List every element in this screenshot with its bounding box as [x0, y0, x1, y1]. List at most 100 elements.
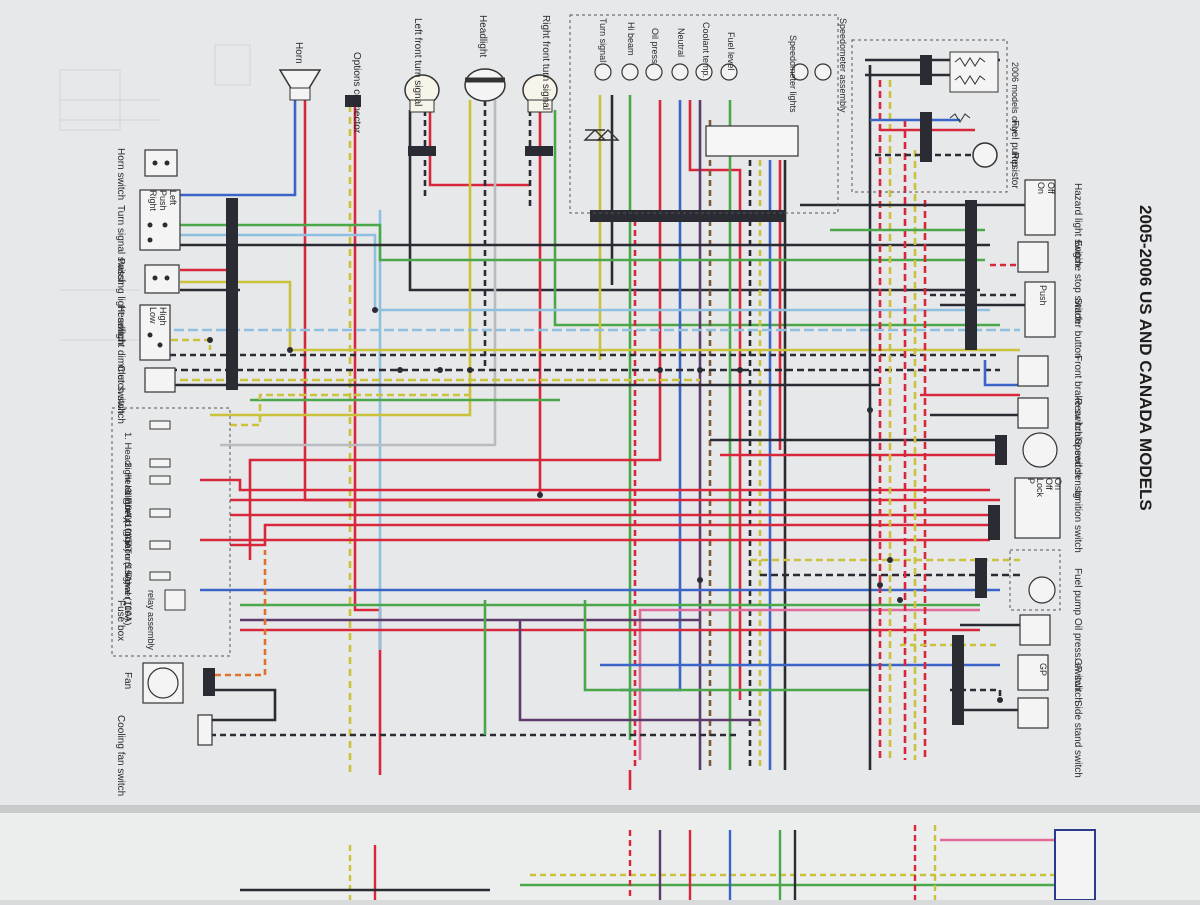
left-harness-connector	[226, 198, 238, 390]
turn-table-right: Right	[148, 190, 158, 212]
fuel-pump-top-label: Fuel pump	[1009, 120, 1020, 168]
fuse-box-label: Fuse box	[115, 600, 126, 641]
wire-red-fuse3	[200, 478, 990, 492]
gp-switch-text: GP	[1038, 663, 1048, 676]
fuse-label-5: 5.Turn signal (10A)	[122, 540, 133, 620]
hazard-table-off: Off	[1046, 182, 1056, 194]
fuse-symbols	[149, 420, 186, 611]
side-stand-symbol	[1017, 697, 1049, 729]
speedo-assembly-note: Speedometer assembly	[838, 18, 848, 113]
horn-icon	[278, 69, 322, 101]
rear-brake-label: Rear brake switch	[1072, 398, 1083, 478]
indicator-label-hibeam: Hi beam	[626, 22, 636, 56]
rotated-labels: 2005-2006 US AND CANADA MODELS 2006 mode…	[115, 15, 1155, 796]
front-brake-symbol	[1017, 355, 1049, 387]
right-switch-symbols	[1014, 179, 1061, 729]
speed-sensor-symbol	[1022, 432, 1058, 468]
ignition-table-lock: Lock	[1035, 478, 1045, 498]
cooling-fan-switch-symbol	[197, 714, 213, 746]
wire-orange-fan	[215, 550, 267, 677]
starter-button-label: Starter button	[1072, 298, 1083, 359]
options-connector-block	[345, 95, 361, 107]
wire-green-turn	[180, 223, 985, 262]
side-stand-label: Side stand switch	[1072, 700, 1083, 778]
indicator-label-coolant: Coolant temp.	[701, 22, 711, 78]
left-turn-bulb-icon	[404, 74, 440, 113]
clutch-switch-symbol	[144, 367, 176, 393]
options-connector-label: Options connector	[351, 52, 362, 134]
turn-table-push: Push	[158, 190, 168, 211]
right-turn-label: Right front turn signal	[540, 15, 551, 110]
wire-pink-speedo	[638, 608, 980, 760]
fuel-pump-connector	[920, 112, 932, 162]
wire-red-speedo1	[688, 100, 742, 700]
clutch-switch-label: Clutch switch	[115, 365, 126, 424]
headlight-label: Headlight	[477, 15, 488, 57]
fan-symbol	[142, 662, 184, 704]
wire-green-gp	[583, 600, 870, 692]
ignition-table-on: On	[1053, 478, 1063, 490]
wire-yellow-headlight	[210, 100, 472, 417]
indicator-label-turn: Turn signal	[598, 18, 608, 62]
faint-background-drawing	[59, 44, 251, 341]
wire-black-fan	[210, 688, 277, 722]
ignition-switch-symbol	[1014, 477, 1061, 539]
horn-label: Horn	[293, 42, 304, 64]
ignition-connector	[988, 505, 1000, 540]
right-harness-connector	[965, 200, 977, 350]
fuse-label-4: 4. Ignition (15A)	[122, 518, 133, 585]
next-page-component	[1054, 829, 1096, 901]
ignition-switch-label: Ignition switch	[1072, 490, 1083, 553]
wire-blue-horn	[180, 100, 297, 197]
engine-stop-symbol	[1017, 241, 1049, 273]
oil-press-switch-label: Oil press. switch	[1072, 618, 1083, 691]
dimmer-switch-label: Headlight dimmer switch	[115, 305, 126, 414]
ignition-table-p: P	[1026, 478, 1036, 484]
wire-black-left-turn	[408, 110, 980, 292]
resistor-label: Resistor	[1009, 152, 1020, 189]
indicator-label-oil: Oil press.	[650, 28, 660, 66]
fuel-pump-box	[1009, 549, 1061, 611]
switch-contacts	[147, 160, 170, 348]
wire-blue-brake	[983, 360, 1020, 387]
cooling-fan-switch-label: Cooling fan switch	[115, 715, 126, 796]
fuse-label-1: 1. Headlight Hi (10A)	[122, 432, 133, 520]
horn-switch-label: Horn switch	[115, 148, 126, 200]
fuel-pump-lower-connector	[975, 558, 987, 598]
junction-dots	[207, 307, 1003, 703]
hazard-table-on: On	[1036, 182, 1046, 194]
left-turn-connector	[408, 146, 436, 156]
relay-assembly-label: relay assembly	[146, 590, 156, 651]
hazard-switch-symbol	[1024, 179, 1056, 236]
fuse-label-2: 2. Headlight Lo (10A)	[122, 462, 133, 552]
left-switch-symbols	[139, 149, 213, 746]
ignition-table-off: Off	[1044, 478, 1054, 490]
page-title: 2005-2006 US AND CANADA MODELS	[1136, 205, 1155, 511]
speed-sensor-connector	[995, 435, 1007, 465]
engine-stop-label: Engine stop switch	[1072, 240, 1083, 323]
wire-white-headlight	[220, 100, 497, 447]
wire-yellow-fuse1	[230, 393, 470, 427]
speedo-harness-connector	[590, 210, 785, 222]
dimmer-table-low: Low	[148, 307, 158, 324]
connector-blocks	[203, 55, 1007, 725]
wire-purple-fan	[518, 620, 760, 722]
next-page-paper	[0, 810, 1200, 900]
diode-symbols	[583, 129, 620, 141]
fan-label: Fan	[122, 672, 133, 689]
models-2006-box	[851, 39, 1008, 193]
fuse-box-enclosure	[111, 407, 231, 657]
fuse-label-6: 6. Power (10A)	[122, 562, 133, 625]
starter-table-push: Push	[1038, 285, 1048, 306]
left-turn-label: Left front turn signal	[412, 18, 423, 106]
fuel-pump-label: Fuel pump	[1072, 568, 1083, 616]
rear-brake-symbol	[1017, 397, 1049, 429]
dimmer-table-high: High	[158, 307, 168, 326]
wire-red-options	[353, 105, 382, 775]
indicator-label-neutral: Neutral	[676, 28, 686, 57]
gp-switch-symbol	[1017, 654, 1049, 691]
wire-black-side2	[950, 688, 1002, 700]
models-2006-note: 2006 models only	[1010, 62, 1020, 133]
